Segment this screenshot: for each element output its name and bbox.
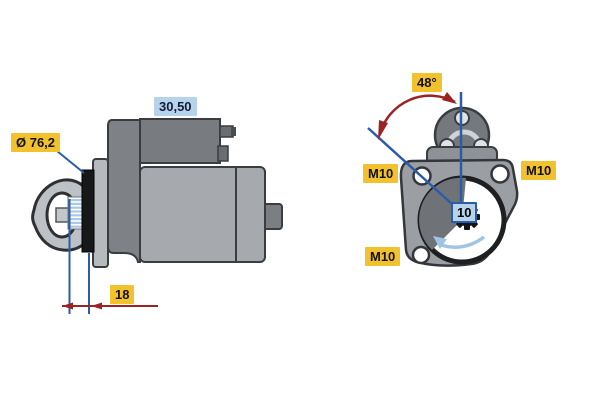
motor-housing bbox=[139, 166, 266, 263]
dimension-label-diameter: Ø 76,2 bbox=[11, 133, 61, 152]
rotation-arrow-icon bbox=[440, 235, 486, 249]
angle-arrowhead-right-icon bbox=[442, 92, 457, 104]
flange-spigot-collar bbox=[81, 169, 95, 253]
dimension-arrow-right-icon bbox=[91, 302, 102, 310]
dimension-arrow-left-icon bbox=[62, 302, 73, 310]
thread-label-top-left: M10 bbox=[363, 164, 399, 183]
side-view bbox=[31, 118, 283, 314]
drive-end-bracket bbox=[107, 119, 141, 263]
angled-reference-line bbox=[367, 127, 453, 205]
solenoid-terminal-lug bbox=[217, 145, 229, 162]
angle-arrowhead-left-icon bbox=[378, 120, 388, 140]
bolt-hole-bottom-left bbox=[411, 245, 431, 265]
dimension-label-angle: 48° bbox=[412, 73, 442, 92]
dimension-label-depth: 18 bbox=[110, 285, 135, 304]
rotation-arrowhead-icon bbox=[433, 236, 447, 249]
solenoid bbox=[139, 118, 221, 164]
diameter-leader-line bbox=[56, 150, 85, 174]
thread-label-bottom-left: M10 bbox=[365, 247, 401, 266]
dimension-label-30-50: 30,50 bbox=[154, 97, 197, 116]
bore-shading bbox=[419, 177, 466, 250]
terminal-stud-tip bbox=[231, 127, 236, 136]
pinion-teeth-count-label: 10 bbox=[451, 202, 478, 223]
mounting-flange-plate bbox=[92, 158, 109, 268]
bolt-hole-top-right bbox=[490, 164, 510, 184]
thread-label-top-right: M10 bbox=[521, 161, 557, 180]
